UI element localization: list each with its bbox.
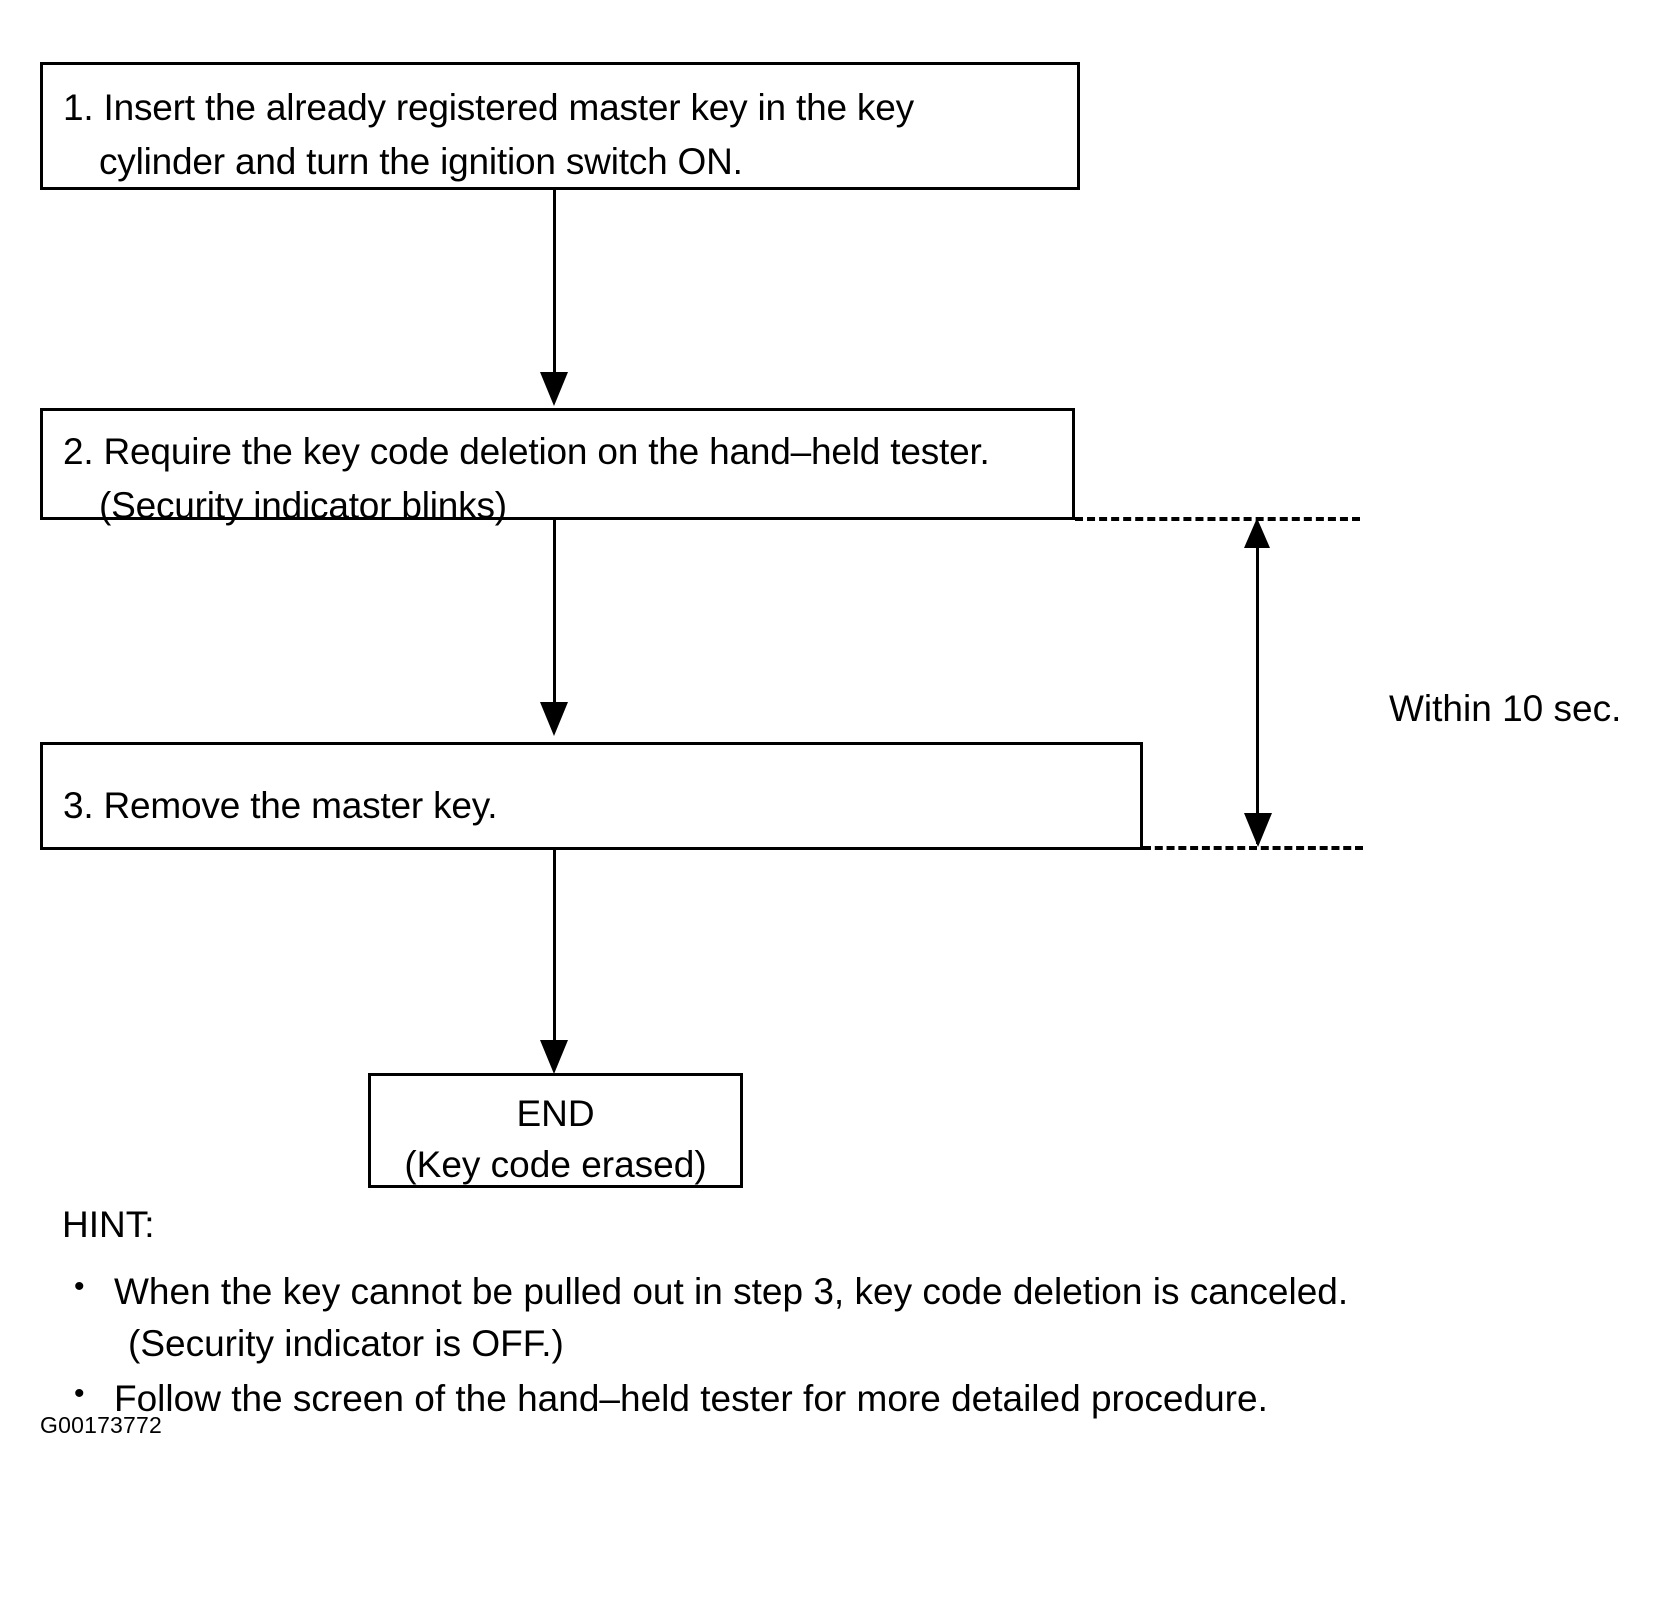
hint-item: • When the key cannot be pulled out in s… xyxy=(62,1266,1622,1371)
bullet-icon: • xyxy=(74,1269,85,1303)
arrow-up-icon xyxy=(1244,518,1270,548)
arrow-down-icon xyxy=(1244,813,1272,847)
flow-end-line-1: END xyxy=(516,1093,595,1134)
hint-item-text: When the key cannot be pulled out in ste… xyxy=(114,1270,1349,1312)
hint-section: HINT: • When the key cannot be pulled ou… xyxy=(62,1199,1622,1427)
timing-dashed-leader-bottom xyxy=(1143,846,1363,850)
timing-dimension-line xyxy=(1256,524,1259,844)
flow-step-3-line-1: 3. Remove the master key. xyxy=(63,785,498,826)
flow-step-1-line-1: 1. Insert the already registered master … xyxy=(63,87,914,128)
flow-step-1-box: 1. Insert the already registered master … xyxy=(40,62,1080,190)
connector-step3-to-end xyxy=(553,850,556,1046)
timing-dashed-leader-top xyxy=(1075,517,1360,521)
connector-step1-to-step2 xyxy=(553,190,556,380)
arrow-down-icon xyxy=(540,702,568,736)
arrow-down-icon xyxy=(540,1040,568,1074)
flow-step-2-line-1: 2. Require the key code deletion on the … xyxy=(63,431,990,472)
arrow-down-icon xyxy=(540,372,568,406)
flow-end-line-2: (Key code erased) xyxy=(404,1144,707,1186)
figure-id: G00173772 xyxy=(40,1412,163,1438)
hint-item-subtext: (Security indicator is OFF.) xyxy=(128,1323,564,1365)
bullet-icon: • xyxy=(74,1376,85,1410)
timing-label: Within 10 sec. xyxy=(1389,688,1622,729)
flow-step-2-line-2: (Security indicator blinks) xyxy=(99,484,507,526)
hint-item: • Follow the screen of the hand–held tes… xyxy=(62,1373,1622,1426)
flow-step-3-box: 3. Remove the master key. xyxy=(40,742,1143,850)
connector-step2-to-step3 xyxy=(553,520,556,710)
flow-step-1-line-2: cylinder and turn the ignition switch ON… xyxy=(99,140,743,182)
flow-step-2-box: 2. Require the key code deletion on the … xyxy=(40,408,1075,526)
hint-title: HINT: xyxy=(62,1204,155,1245)
flow-end-box: END (Key code erased) xyxy=(368,1073,743,1188)
hint-item-text: Follow the screen of the hand–held teste… xyxy=(114,1377,1268,1419)
